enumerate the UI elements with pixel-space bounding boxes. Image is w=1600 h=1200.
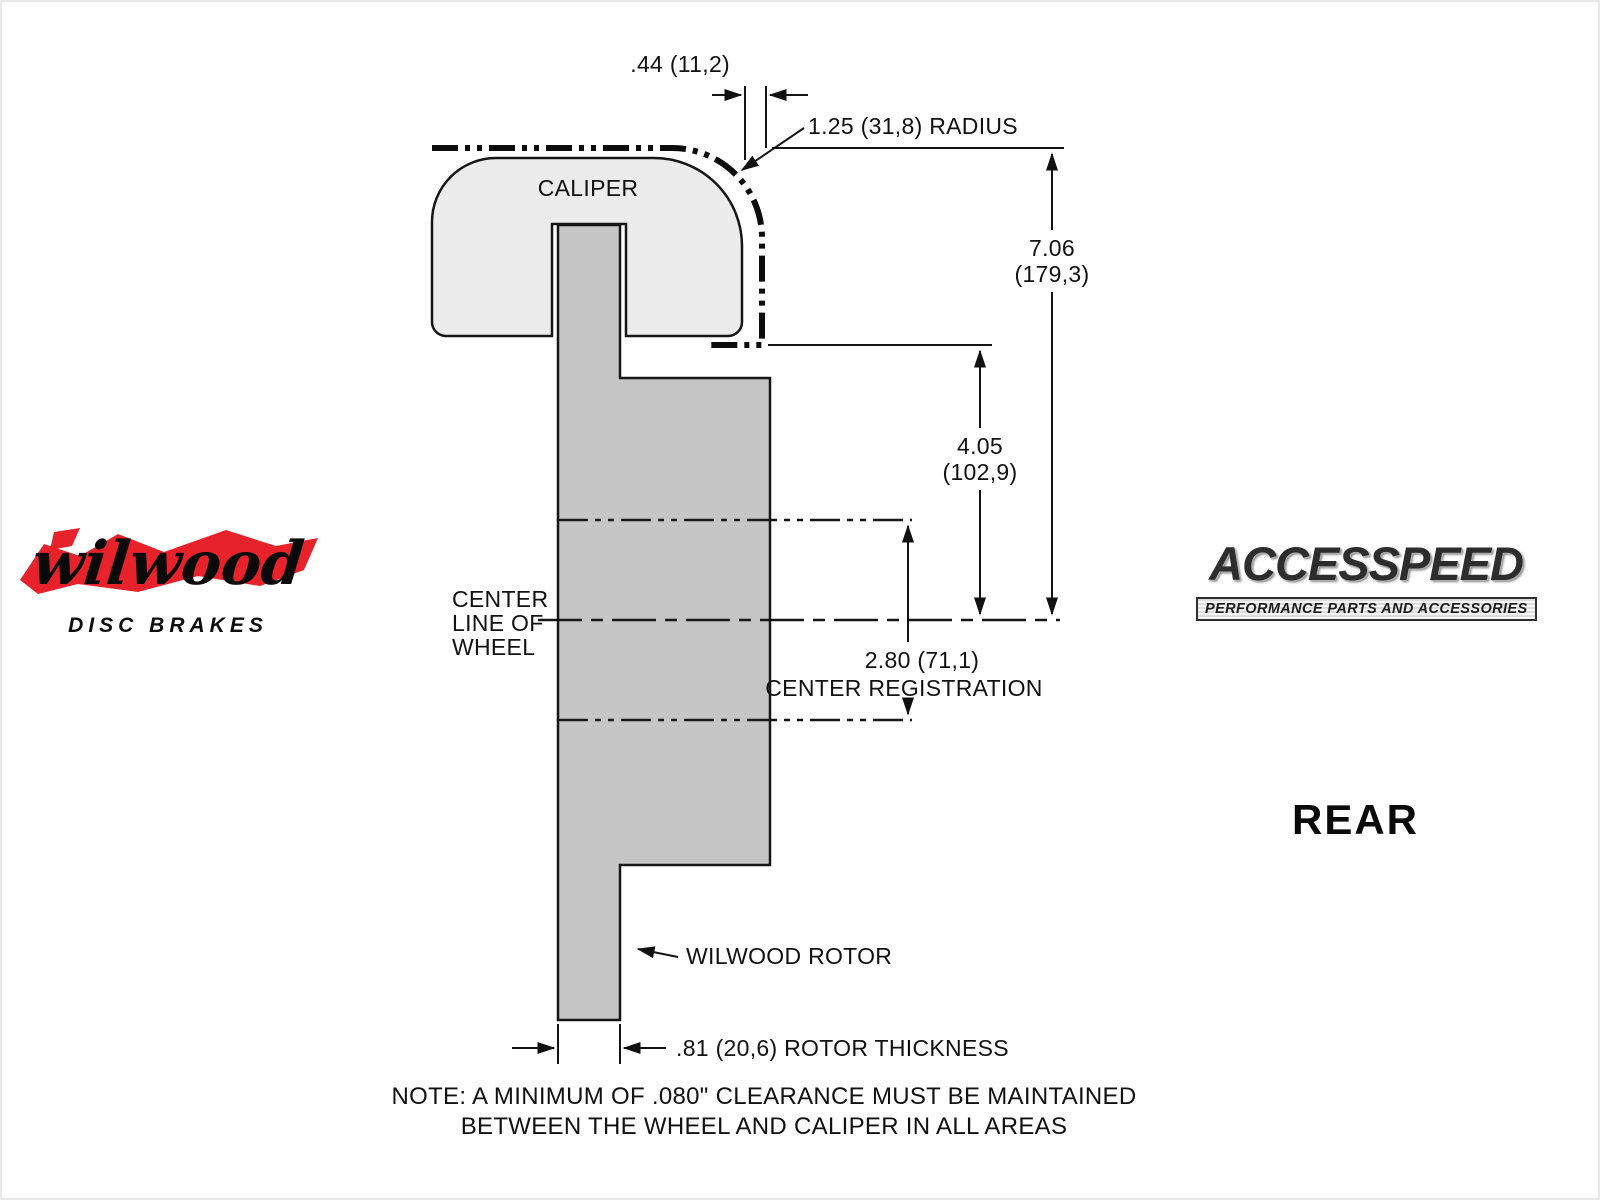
accesspeed-subtitle: PERFORMANCE PARTS AND ACCESSORIES (1196, 597, 1537, 621)
wilwood-subtitle: DISC BRAKES (68, 614, 268, 637)
accesspeed-logo: ACCESSPEED PERFORMANCE PARTS AND ACCESSO… (1196, 536, 1537, 621)
rotor-label: WILWOOD ROTOR (686, 943, 892, 969)
wilwood-logo: wilwood DISC BRAKES (14, 520, 322, 650)
dimension-top-gap: .44 (11,2) (630, 51, 808, 160)
red-brush-stroke (20, 528, 318, 594)
rotor-cross-section (556, 223, 772, 1022)
dim-reg-label: CENTER REGISTRATION (765, 675, 1042, 701)
wilwood-wordmark: wilwood (28, 529, 308, 599)
note-line-2: BETWEEN THE WHEEL AND CALIPER IN ALL ARE… (461, 1113, 1068, 1140)
centerline-label-3: WHEEL (452, 634, 535, 660)
dim-mid-in: 4.05 (957, 433, 1003, 459)
dimension-radius: 1.25 (31,8) RADIUS (740, 113, 1018, 171)
dim-height-mm: (179,3) (1015, 261, 1090, 287)
dim-thickness-label: .81 (20,6) ROTOR THICKNESS (676, 1035, 1009, 1061)
dimension-overall-height: 7.06 (179,3) (772, 147, 1090, 616)
dim-top-gap-label: .44 (11,2) (630, 51, 730, 77)
dim-height-in: 7.06 (1029, 235, 1075, 261)
leader-arrow (636, 946, 679, 959)
dim-radius-label: 1.25 (31,8) RADIUS (808, 113, 1018, 139)
dimension-mid-height: 4.05 (102,9) (768, 344, 1018, 616)
dimension-rotor-thickness: .81 (20,6) ROTOR THICKNESS (512, 1024, 1009, 1064)
accesspeed-wordmark: ACCESSPEED (1209, 537, 1524, 590)
dim-mid-mm: (102,9) (943, 459, 1018, 485)
rotor-label-group: WILWOOD ROTOR (636, 943, 892, 969)
dimension-center-registration: 2.80 (71,1) CENTER REGISTRATION (765, 524, 1042, 716)
centerline-label: CENTER LINE OF WHEEL (452, 586, 548, 660)
caliper-label: CALIPER (538, 175, 639, 201)
note-line-1: NOTE: A MINIMUM OF .080" CLEARANCE MUST … (392, 1083, 1137, 1110)
dim-reg-value: 2.80 (71,1) (865, 647, 980, 673)
centerline-label-1: CENTER (452, 586, 548, 612)
clearance-note: NOTE: A MINIMUM OF .080" CLEARANCE MUST … (392, 1083, 1137, 1140)
caliper-cross-section (430, 156, 744, 338)
position-label: REAR (1292, 796, 1420, 843)
centerline-label-2: LINE OF (452, 610, 544, 636)
